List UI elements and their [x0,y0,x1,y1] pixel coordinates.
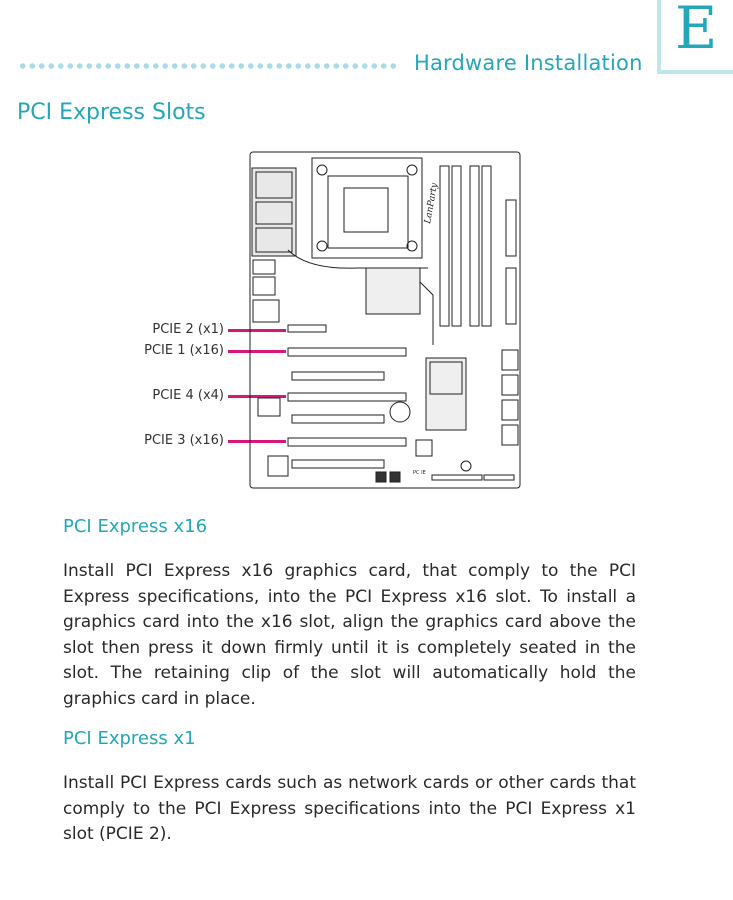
io-port-b [255,201,293,225]
header-dotted-rule [18,63,398,69]
pcie-board-label: PC IE [413,470,426,476]
header-title: Hardware Installation [414,51,643,75]
atx-power [505,199,517,257]
rear-io-stack [251,167,297,257]
mount-hole-2 [406,164,418,176]
label-pcie2: PCIE 2 (x1) [152,322,224,337]
header-2 [389,471,401,483]
mount-hole-3 [316,240,328,252]
label-pcie3: PCIE 3 (x16) [144,433,224,448]
x1-section-body: Install PCI Express cards such as networ… [63,773,636,844]
pointer-pcie4 [228,395,286,398]
misc-chip [415,439,433,457]
board-outline [249,151,521,489]
sata-1 [501,349,519,371]
io-port-f [252,299,280,323]
dimm-4 [481,165,492,327]
dimm-3 [469,165,480,327]
motherboard-diagram: LanParty PC IE [249,151,521,489]
pci-slot-3 [291,459,385,469]
usb-header [483,474,515,481]
pcie4-slot [287,392,407,402]
dimm-2 [451,165,462,327]
dimm-1 [439,165,450,327]
label-pcie1: PCIE 1 (x16) [144,343,224,358]
x16-section-body: Install PCI Express x16 graphics card, t… [63,561,636,709]
cpu-socket [327,175,409,249]
mount-hole-4 [406,240,418,252]
front-panel-header [431,474,483,481]
x1-section-title: PCI Express x1 [63,728,196,749]
speaker [460,460,472,472]
x16-section-title: PCI Express x16 [63,516,208,537]
header-1 [375,471,387,483]
southbridge-chip [429,361,463,395]
io-port-d [252,259,276,275]
pci-slot-1 [291,371,385,381]
sata-2 [501,374,519,396]
cpu-vendor-logo: LanParty [423,181,440,225]
io-port-a [255,171,293,199]
section-title: PCI Express Slots [17,100,206,125]
sata-4 [501,424,519,446]
heatpipe [287,249,428,269]
io-port-e [252,276,276,296]
mount-hole-1 [316,164,328,176]
sata-3 [501,399,519,421]
audio-chip [267,455,289,477]
chapter-letter: E [675,0,718,62]
pcie3-slot [287,437,407,447]
label-pcie4: PCIE 4 (x4) [152,388,224,403]
cpu-die [343,187,389,233]
io-port-c [255,227,293,253]
battery [389,401,411,423]
pci-slot-2 [291,414,385,424]
heatpipe-2 [417,279,434,345]
io-chip [257,397,281,417]
pointer-pcie1 [228,350,286,353]
pcie2-slot [287,324,327,333]
cpu-area [311,157,423,259]
northbridge [365,267,421,315]
pcie1-slot [287,347,407,357]
atx-power-2 [505,267,517,325]
chapter-tab: E [657,0,733,74]
pointer-pcie2 [228,329,286,332]
pointer-pcie3 [228,440,286,443]
